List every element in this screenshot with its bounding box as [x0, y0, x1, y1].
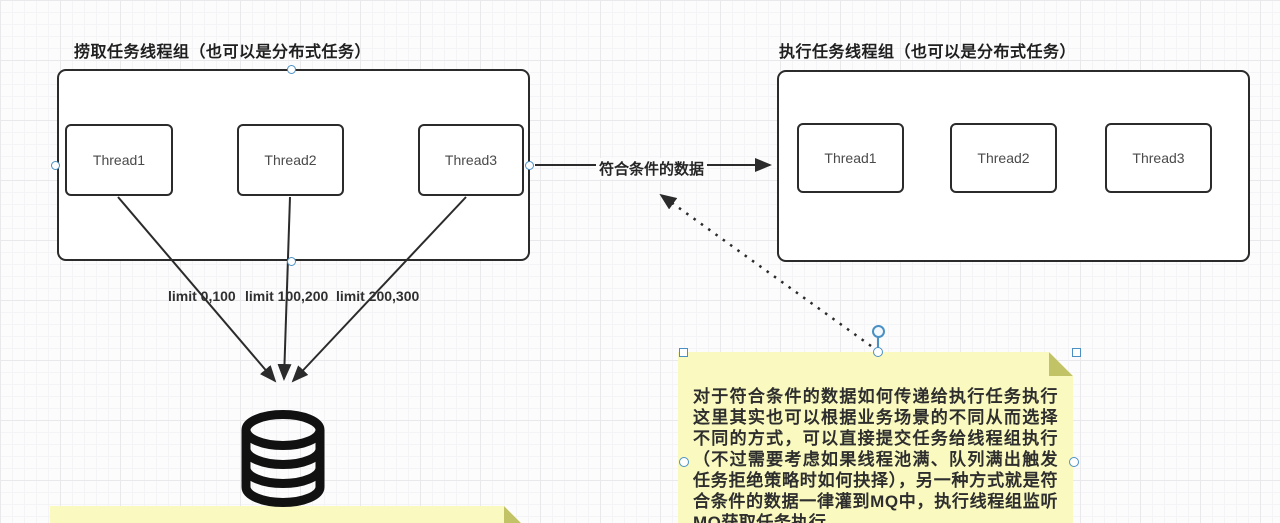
thread3-to-db-arrow[interactable]: [291, 196, 467, 383]
selection-handle-left-icon[interactable]: [679, 457, 689, 467]
connection-point-right-icon[interactable]: [525, 161, 534, 170]
left-thread2-box[interactable]: Thread2: [237, 124, 344, 196]
note-to-label-dotted-arrow[interactable]: [659, 193, 872, 348]
right-thread2-label: Thread2: [977, 150, 1030, 166]
limit-label-2: limit 100,200: [245, 288, 329, 304]
connection-point-top-icon[interactable]: [287, 65, 296, 74]
left-thread1-label: Thread1: [92, 152, 146, 168]
right-thread1-box[interactable]: Thread1: [797, 123, 904, 193]
selection-handle-top-center-icon[interactable]: [873, 347, 883, 357]
left-thread3-box[interactable]: Thread3: [418, 124, 524, 196]
connection-point-left-icon[interactable]: [51, 161, 60, 170]
right-thread1-label: Thread1: [824, 150, 877, 166]
left-group-title: 捞取任务线程组（也可以是分布式任务）: [74, 44, 372, 61]
thread1-to-db-arrow[interactable]: [117, 196, 277, 383]
limit-label-3: limit 200,300: [336, 288, 420, 304]
explanation-note-text: 对于符合条件的数据如何传递给执行任务执行这里其实也可以根据业务场景的不同从而选择…: [693, 387, 1058, 523]
selection-handle-top-left-icon[interactable]: [679, 348, 688, 357]
left-thread2-label: Thread2: [264, 152, 317, 168]
left-thread1-box[interactable]: Thread1: [65, 124, 173, 196]
right-thread3-box[interactable]: Thread3: [1105, 123, 1212, 193]
rotation-handle-icon[interactable]: [872, 325, 885, 338]
connection-point-bottom-icon[interactable]: [287, 257, 296, 266]
explanation-note[interactable]: 对于符合条件的数据如何传递给执行任务执行这里其实也可以根据业务场景的不同从而选择…: [678, 352, 1073, 523]
right-thread3-label: Thread3: [1132, 150, 1185, 166]
limit-label-1: limit 0,100: [168, 288, 236, 304]
right-thread2-box[interactable]: Thread2: [950, 123, 1057, 193]
right-group-title: 执行任务线程组（也可以是分布式任务）: [779, 44, 1077, 61]
database-icon[interactable]: [238, 406, 328, 508]
left-thread3-label: Thread3: [444, 152, 498, 168]
rotation-handle-stem: [877, 337, 879, 349]
selection-handle-top-right-icon[interactable]: [1072, 348, 1081, 357]
connector-label: 符合条件的数据: [596, 158, 708, 179]
thread2-to-db-arrow[interactable]: [277, 196, 292, 381]
selection-handle-right-icon[interactable]: [1069, 457, 1079, 467]
